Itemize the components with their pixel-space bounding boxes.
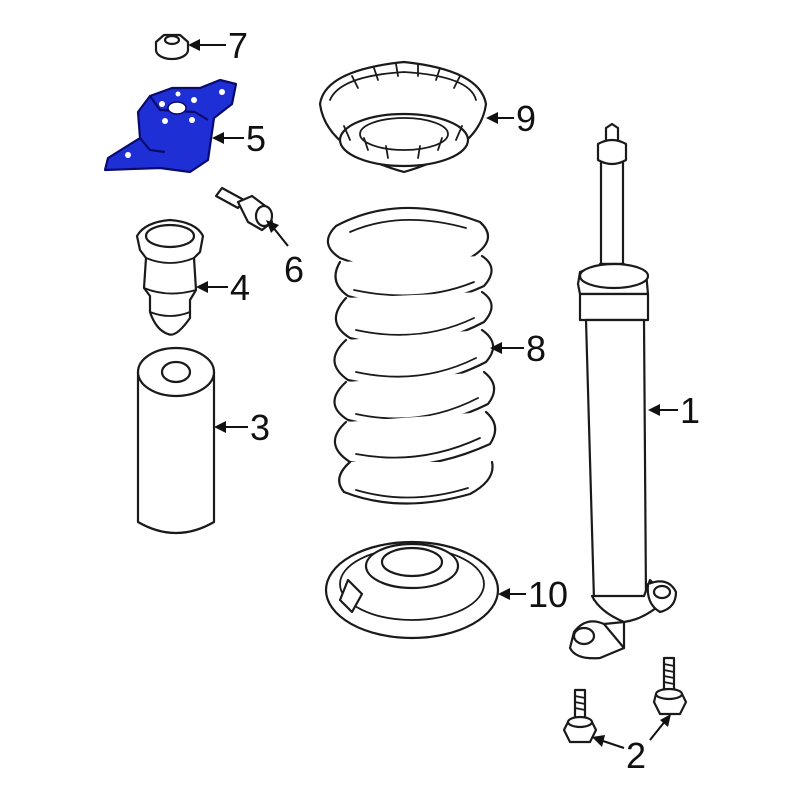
callout-8-label: 8 [526, 328, 546, 369]
callout-7-label: 7 [228, 25, 248, 66]
part-5-upper-mount[interactable] [103, 78, 238, 174]
part-10-lower-spring-seat[interactable] [324, 540, 500, 640]
callout-7: 7 [188, 25, 248, 66]
part-8-coil-spring[interactable] [326, 206, 497, 505]
callout-6-label: 6 [284, 249, 304, 290]
part-2-mounting-bolts[interactable] [562, 656, 688, 744]
part-6-bolt[interactable] [214, 186, 274, 232]
callout-1-label: 1 [680, 390, 700, 431]
callout-4-label: 4 [230, 267, 250, 308]
part-1-shock-absorber[interactable] [568, 122, 678, 660]
callout-2: 2 [592, 714, 671, 776]
callout-2-label: 2 [626, 735, 646, 776]
part-4-bump-stop[interactable] [135, 218, 205, 336]
part-2-bolt-left[interactable] [562, 688, 598, 744]
part-9-upper-spring-seat[interactable] [318, 60, 488, 174]
callout-10-label: 10 [528, 574, 568, 615]
callout-3-label: 3 [250, 407, 270, 448]
part-7-nut[interactable] [154, 33, 190, 61]
callout-6: 6 [266, 220, 304, 290]
callout-9-label: 9 [516, 98, 536, 139]
callout-5: 5 [212, 118, 266, 159]
callout-1: 1 [648, 390, 700, 431]
callout-3: 3 [214, 407, 270, 448]
part-2-bolt-right[interactable] [652, 656, 688, 716]
callout-8: 8 [490, 328, 546, 369]
callout-4: 4 [196, 267, 250, 308]
part-3-dust-boot[interactable] [136, 346, 216, 535]
callout-10: 10 [498, 574, 568, 615]
mount-center-hole [167, 101, 187, 115]
callout-9: 9 [486, 98, 536, 139]
callout-5-label: 5 [246, 118, 266, 159]
